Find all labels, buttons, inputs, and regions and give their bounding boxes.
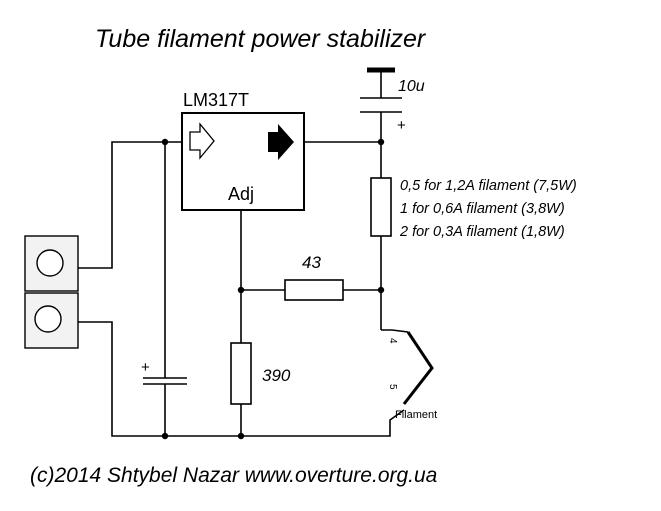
junction-dot	[161, 138, 169, 146]
capacitor-value: 10u	[398, 78, 425, 95]
ground-wire	[78, 321, 405, 437]
capacitor-polarity: +	[397, 117, 406, 134]
resistor-43: 43	[284, 253, 344, 301]
junction-dot	[377, 286, 385, 294]
input-jack-top	[24, 235, 79, 292]
input-jack-bottom	[24, 292, 79, 349]
jack-socket	[34, 305, 62, 333]
filament-feed-wire	[381, 329, 409, 333]
resistor-option-2: 2 for 0,3A filament (1,8W)	[399, 224, 565, 240]
junction-dot	[377, 138, 385, 146]
regulator-name: LM317T	[183, 90, 249, 110]
resistor-option-1: 1 for 0,6A filament (3,8W)	[400, 201, 565, 217]
capacitor-input: +	[141, 359, 187, 385]
junction-dot	[161, 432, 169, 440]
capacitor-10u: 10u +	[360, 67, 425, 134]
filament-pin-top: 4	[387, 338, 398, 344]
input-arrow-icon	[189, 122, 215, 160]
resistor-body	[230, 342, 252, 405]
resistor-body	[284, 279, 344, 301]
resistor-390: 390	[230, 342, 291, 405]
output-arrow-icon	[268, 124, 294, 160]
resistor-body	[370, 177, 392, 237]
junction-dot	[237, 432, 245, 440]
resistor-value: 390	[262, 366, 291, 385]
resistor-value: 43	[302, 253, 321, 272]
input-positive-wire	[78, 141, 182, 269]
lm317t-regulator: LM317T Adj	[181, 90, 305, 211]
footer-credit: (c)2014 Shtybel Nazar www.overture.org.u…	[30, 464, 437, 487]
capacitor-polarity: +	[141, 359, 150, 376]
jack-socket	[36, 249, 64, 277]
regulator-adj-label: Adj	[228, 184, 254, 204]
filament: 4 5 Filament	[387, 331, 437, 421]
filament-pin-bottom: 5	[387, 384, 398, 390]
filament-label: Filament	[395, 409, 437, 421]
filament-icon	[402, 331, 434, 405]
diagram-title: Tube filament power stabilizer	[95, 25, 427, 53]
wires	[78, 70, 409, 437]
resistor-series: 0,5 for 1,2A filament (7,5W) 1 for 0,6A …	[370, 177, 577, 240]
junction-dot	[237, 286, 245, 294]
resistor-option-0: 0,5 for 1,2A filament (7,5W)	[400, 178, 577, 194]
